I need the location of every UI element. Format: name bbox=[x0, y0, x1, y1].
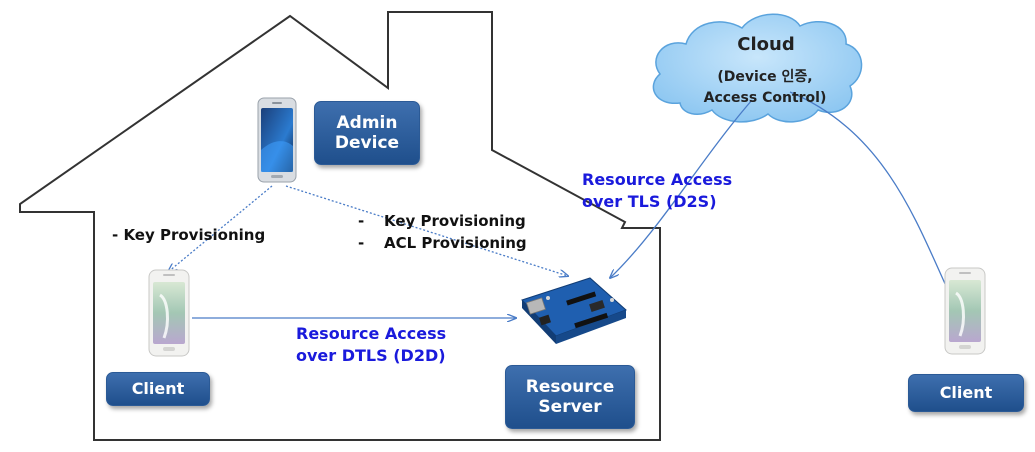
admin-device-label-line2: Device bbox=[334, 133, 400, 153]
remote-client-badge: Client bbox=[908, 374, 1024, 412]
cloud-subtitle-line1: (Device 인증, bbox=[717, 69, 813, 85]
home-client-phone-icon bbox=[148, 269, 190, 357]
remote-client-phone-icon bbox=[944, 267, 986, 355]
cloud-subtitle-line2: Access Control) bbox=[703, 90, 827, 106]
key-provisioning-to-client-arrow bbox=[168, 185, 273, 272]
admin-phone-icon bbox=[257, 97, 297, 183]
provisioning-to-server-arrow bbox=[285, 185, 568, 276]
d2s-label-line2: over TLS (D2S) bbox=[582, 192, 717, 211]
home-client-label: Client bbox=[131, 379, 185, 399]
cloud-to-remote-client-line bbox=[789, 91, 947, 287]
cloud-title: Cloud bbox=[737, 34, 795, 55]
resource-server-badge: Resource Server bbox=[505, 365, 635, 429]
d2s-label-line1: Resource Access bbox=[582, 170, 733, 189]
d2d-label-line2: over DTLS (D2D) bbox=[296, 346, 446, 365]
d2d-label-line1: Resource Access bbox=[296, 324, 447, 343]
cloud-shape bbox=[652, 13, 863, 123]
remote-client-label: Client bbox=[939, 383, 993, 403]
resource-server-label-line2: Server bbox=[538, 397, 602, 417]
acl-provisioning-label: ACL Provisioning bbox=[384, 234, 527, 252]
key-provisioning-right-label: Key Provisioning bbox=[384, 212, 526, 230]
home-client-badge: Client bbox=[106, 372, 210, 406]
server-board-icon bbox=[521, 277, 627, 344]
key-provisioning-dash: - bbox=[358, 212, 365, 230]
d2s-access-arrow bbox=[610, 99, 753, 278]
key-provisioning-left-label: - Key Provisioning bbox=[112, 226, 266, 244]
admin-device-label-line1: Admin bbox=[336, 112, 398, 133]
acl-provisioning-dash: - bbox=[358, 234, 365, 252]
admin-device-badge: Admin Device bbox=[314, 101, 420, 165]
resource-server-label-line1: Resource bbox=[525, 376, 615, 397]
